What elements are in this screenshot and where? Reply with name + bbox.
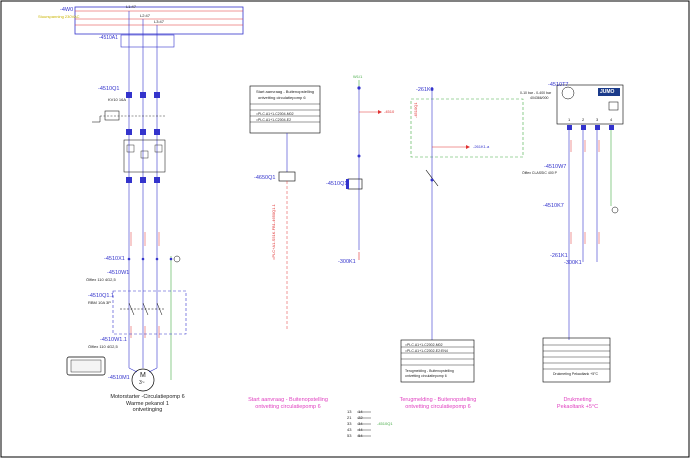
c4-relay-tag: -261K1: [416, 87, 434, 93]
c5-caption-line2: Pekaoltank +5°C: [556, 403, 599, 410]
c2-caption-line1: Start aanvraag - Buitenopstelling: [248, 397, 328, 403]
c5-box-line1: Drukmeting Pekaoltank +5°C: [553, 372, 599, 376]
circuit1-terminals: [127, 257, 173, 261]
c3-contact-4a: 43: [347, 427, 352, 432]
circuit4-dashed-box: [410, 98, 524, 158]
c1-motor-tag: -4510M1: [108, 375, 130, 381]
bus-terminal-2: L2:47: [140, 13, 151, 18]
c3-arrow-label: -4510: [384, 109, 395, 114]
c1-breaker-tag: -4510Q1: [98, 86, 120, 92]
c3-contact-1a: 13: [347, 409, 352, 414]
nameplate-icon: [66, 356, 106, 376]
c5-caption-line1: Drukmeting: [563, 397, 592, 403]
c3-top-label: W1/1: [353, 74, 363, 79]
c1-motor-sub: 3~: [139, 380, 145, 386]
c3-contact-5a: 53: [347, 433, 352, 438]
c5-pin-1: 1: [568, 117, 571, 122]
c5-cable-tag: -4510W7: [544, 164, 567, 170]
c2-box-ref2: =PLC.A1+1-C2004-E2: [256, 118, 292, 122]
circuit5-box: [542, 337, 611, 383]
c2-coil-tag: -4650Q1: [254, 175, 276, 181]
circuit2-coil: [278, 171, 296, 182]
c3-contact-3a: 33: [347, 421, 352, 426]
c3-contactor-tag: -4510Q1: [326, 181, 348, 187]
c1-cable1-tag: -4510W1: [107, 270, 130, 276]
circuit1-breakers: [126, 92, 160, 183]
c2-box-ref1: =PLC.A1+1-C2004-M02: [256, 112, 294, 116]
c5-device-spec: 0-10 bar - 0-400 bar: [520, 91, 552, 95]
c2-box-line1: Start aanvraag - Buitenopstelling: [256, 89, 315, 94]
c1-caption-line1: Motorstarter -Circulatiepomp 6: [110, 394, 185, 400]
c1-motor-symbol: M: [140, 372, 146, 379]
c5-pin-3: 3: [596, 117, 599, 122]
c5-terminal-tag: -4510K7: [543, 203, 564, 209]
isolator-box: [112, 290, 187, 335]
circuit3-contact-table: [357, 411, 371, 437]
c5-caption: Drukmeting Pekaoltank +5°C: [535, 397, 620, 410]
c3-contact-5b: 54: [358, 433, 363, 438]
c5-pin-2: 2: [582, 117, 585, 122]
c3-contact-tag: -4510Q1: [377, 421, 393, 426]
c1-cable2-tag: -4510W1.1: [100, 337, 127, 343]
isolator-contacts: [120, 302, 165, 316]
busbar-box: [74, 6, 244, 35]
c1-cable1-spec: Ölflex 110 4G2,5: [86, 277, 116, 282]
feeder-box: [120, 34, 175, 48]
c4-side-tag: -4510Q1: [413, 102, 418, 118]
c1-caption-line3: ontvetinging: [132, 407, 163, 413]
c1-isolator-tag: -4510Q1.1: [88, 293, 114, 299]
bus-terminal-1: L1:47: [126, 4, 137, 9]
c1-isolator-spec: RBM 10A 3P: [88, 300, 111, 305]
c4-caption-line1: Terugmelding - Buitenopstelling: [399, 397, 477, 403]
c1-terminal-tag: -4510X1: [104, 256, 125, 262]
c1-caption: Motorstarter -Circulatiepomp 6 Warme pek…: [100, 394, 195, 414]
c4-box-line2: ontvetting circulatiepomp 6: [405, 374, 447, 378]
circuit2-box: [249, 85, 321, 134]
c3-contact-1b: 14: [358, 409, 363, 414]
c1-breaker-sub: KV10 16A: [108, 97, 127, 102]
busbar-tag: -4W0: [60, 7, 74, 13]
c3-contact-4b: 44: [358, 427, 363, 432]
circuit1-breaker-body: [123, 139, 166, 173]
c5-cable-spec: Ölflex CLASSIC 400 P: [522, 171, 558, 175]
circuit5-device: [556, 84, 624, 125]
c5-device-tag: -4510T7: [548, 82, 569, 88]
motor-symbol: [131, 368, 155, 392]
c5-pin-4: 4: [610, 117, 613, 122]
c2-box-line2: ontvetting circulatiepomp 6: [258, 95, 306, 100]
c3-contact-2a: 21: [347, 415, 352, 420]
c5-device-code: 404366/000: [530, 96, 549, 100]
circuit5-pins: [567, 125, 614, 130]
c1-caption-line2: Warme pekanol 1: [126, 400, 169, 407]
c3-contact-table-labels: 13 14 21 22 33 34 43 44 53 54: [347, 409, 363, 439]
circuit4-box: [400, 339, 475, 383]
c5-lower-tag2: -300K1: [564, 260, 582, 266]
bus-terminal-3: L3:47: [154, 19, 165, 24]
circuit3-contactor: [347, 178, 363, 190]
feeder-tag: -4510A1: [99, 35, 118, 41]
c4-caption: Terugmelding - Buitenopstelling ontvetti…: [393, 397, 483, 410]
c3-contact-3b: 34: [358, 421, 363, 426]
busbar-subtitle: Stuurspanning 230VAC: [38, 14, 80, 19]
c5-brand-logo: JUMO: [600, 89, 615, 95]
c4-box-line1: Terugmelding - Buitenopstelling: [405, 369, 454, 373]
c4-box-ref1: =PLC.A1+1-C2002-M02: [405, 343, 443, 347]
c4-relay-ref: -261K1.a: [473, 144, 490, 149]
c2-caption-line2: ontvetting circulatiepomp 6: [255, 403, 321, 410]
c2-cable-ref: =PLC+A1-S51K.FB1-4650Q1.1: [271, 204, 276, 260]
circuit1-phases: [128, 11, 158, 368]
c1-cable2-spec: Ölflex 110 4G2,5: [88, 344, 118, 349]
c4-caption-line2: ontvetting circulatiepomp 6: [405, 403, 471, 410]
c3-contact-2b: 22: [358, 415, 363, 420]
c5-lower-tag1: -261K1: [550, 253, 568, 259]
c4-box-ref2: =PLC.A1+1-C2002-E2:EN4: [405, 349, 448, 353]
circuit1-wire-marks: [130, 232, 160, 338]
c2-caption: Start aanvraag - Buitenopstelling ontvet…: [243, 397, 333, 410]
c3-bottom-tag: -300K1: [338, 259, 356, 265]
